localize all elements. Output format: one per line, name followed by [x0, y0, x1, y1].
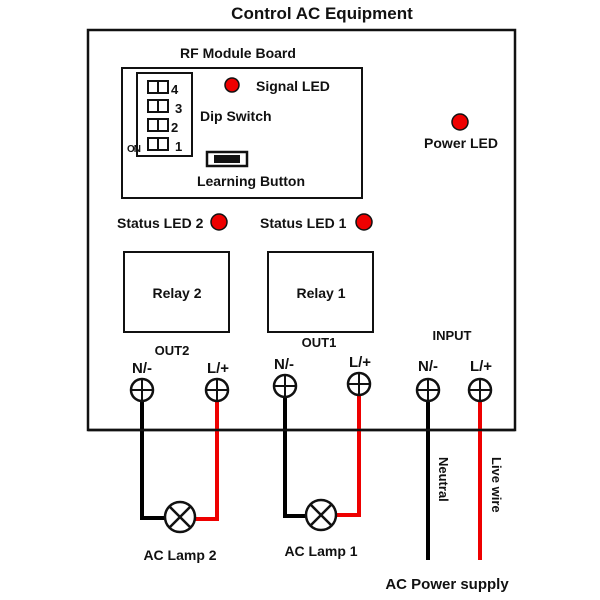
dip-switch-1[interactable]: [147, 137, 169, 151]
out1-neutral-wire: [283, 396, 307, 518]
status-led-2-icon: [210, 213, 228, 231]
terminal-input-pos[interactable]: [467, 377, 493, 403]
status-led-1-icon: [355, 213, 373, 231]
out2-label: OUT2: [155, 343, 190, 358]
input-label: INPUT: [433, 328, 472, 343]
dip-on-label: ON: [127, 144, 141, 155]
power-led-icon: [451, 113, 469, 131]
out2-pos-label: L/+: [207, 360, 229, 377]
terminal-input-neg[interactable]: [415, 377, 441, 403]
lamp-2-icon: [163, 500, 197, 534]
dip-number-2: 2: [171, 120, 178, 135]
diagram-title: Control AC Equipment: [231, 4, 413, 23]
live-wire-label: Live wire: [489, 457, 504, 513]
terminal-out1-pos[interactable]: [346, 371, 372, 397]
input-neg-label: N/-: [418, 358, 438, 375]
dip-number-1: 1: [175, 139, 182, 154]
input-pos-label: L/+: [470, 358, 492, 375]
dip-switch-housing: [136, 72, 193, 157]
status-led-2-label: Status LED 2: [117, 215, 204, 231]
dip-number-3: 3: [175, 101, 182, 116]
out2-live-wire: [193, 399, 219, 521]
out2-neg-label: N/-: [132, 360, 152, 377]
out1-neg-label: N/-: [274, 356, 294, 373]
out1-pos-label: L/+: [349, 354, 371, 371]
dip-switch-4[interactable]: [147, 80, 169, 94]
out1-label: OUT1: [302, 335, 337, 350]
relay-1: [267, 251, 374, 333]
relay-2: [123, 251, 230, 333]
terminal-out2-pos[interactable]: [204, 377, 230, 403]
rf-module-title: RF Module Board: [180, 45, 296, 61]
lamp-1-label: AC Lamp 1: [284, 543, 357, 559]
lamp-1-icon: [304, 498, 338, 532]
dip-switch-label: Dip Switch: [200, 108, 272, 124]
relay-2-label: Relay 2: [152, 285, 201, 301]
learning-button-label: Learning Button: [197, 173, 305, 189]
lamp-2-label: AC Lamp 2: [143, 547, 216, 563]
dip-switch-2[interactable]: [147, 118, 169, 132]
dip-number-4: 4: [171, 82, 179, 97]
neutral-label: Neutral: [436, 457, 451, 502]
out2-neutral-wire: [140, 400, 168, 520]
relay-1-label: Relay 1: [296, 285, 345, 301]
learning-button[interactable]: [205, 150, 249, 168]
power-led-label: Power LED: [424, 135, 498, 151]
dip-switch-3[interactable]: [147, 99, 169, 113]
ac-power-supply-label: AC Power supply: [385, 576, 509, 593]
terminal-out2-neg[interactable]: [129, 377, 155, 403]
rf-module-board: [121, 67, 363, 199]
signal-led-label: Signal LED: [256, 78, 330, 94]
status-led-1-label: Status LED 1: [260, 215, 347, 231]
signal-led-icon: [224, 77, 240, 93]
dip-switch[interactable]: 4 3 2 1 ON: [127, 72, 193, 157]
terminal-out1-neg[interactable]: [272, 373, 298, 399]
out1-live-wire: [333, 394, 361, 517]
